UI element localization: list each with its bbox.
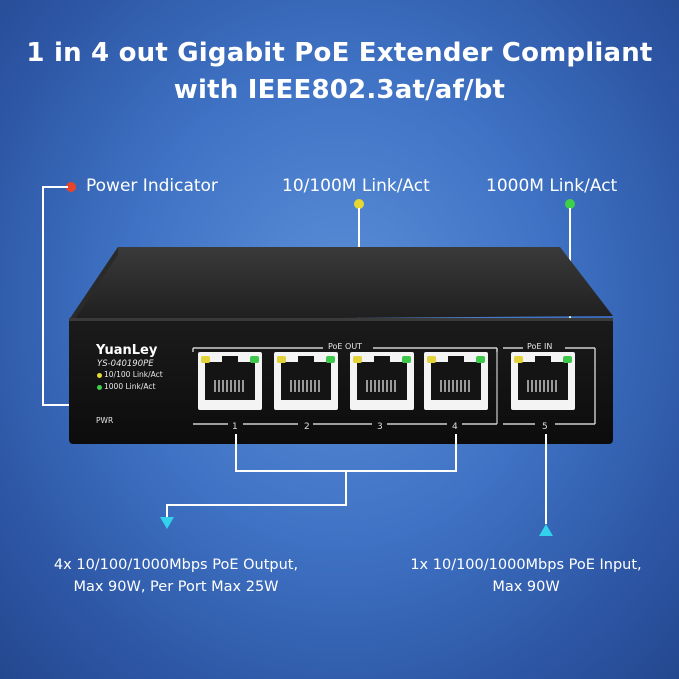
- rj45-port-2: [274, 352, 338, 410]
- rj45-port-1: [198, 352, 262, 410]
- rj45-port-3: [350, 352, 414, 410]
- port-number-1: 1: [232, 422, 238, 432]
- poe-out-label: PoE OUT: [328, 342, 363, 351]
- title-line-1: 1 in 4 out Gigabit PoE Extender Complian…: [26, 38, 653, 68]
- port-number-3: 3: [377, 422, 383, 432]
- legend-led-100: [97, 373, 102, 378]
- link100-label: 10/100M Link/Act: [282, 176, 430, 196]
- title-line-2: with IEEE802.3at/af/bt: [173, 75, 506, 105]
- legend-1000-label: 1000 Link/Act: [104, 382, 156, 391]
- output-arrow-icon: [160, 517, 174, 529]
- output-description: 4x 10/100/1000Mbps PoE Output, Max 90W, …: [26, 554, 326, 598]
- rj45-port-5: [511, 352, 575, 410]
- input-description: 1x 10/100/1000Mbps PoE Input, Max 90W: [386, 554, 666, 598]
- input-line-1: 1x 10/100/1000Mbps PoE Input,: [410, 557, 642, 573]
- pwr-label: PWR: [96, 416, 114, 425]
- legend-led-1000: [97, 385, 102, 390]
- input-arrow-icon: [539, 524, 553, 536]
- link1000-label: 1000M Link/Act: [486, 176, 618, 196]
- power-indicator-dot: [66, 182, 76, 192]
- brand-logo: YuanLey: [96, 343, 158, 358]
- link1000-dot: [565, 199, 575, 209]
- port-number-5: 5: [542, 422, 548, 432]
- input-line-2: Max 90W: [492, 579, 560, 595]
- output-line-2: Max 90W, Per Port Max 25W: [73, 579, 279, 595]
- poe-in-label: PoE IN: [527, 342, 553, 351]
- port-number-4: 4: [452, 422, 458, 432]
- rj45-port-4: [424, 352, 488, 410]
- power-indicator-label: Power Indicator: [86, 176, 218, 196]
- model-number: YS-040190PE: [97, 359, 154, 369]
- legend-100-label: 10/100 Link/Act: [104, 370, 163, 379]
- output-line-1: 4x 10/100/1000Mbps PoE Output,: [53, 557, 299, 573]
- link100-dot: [354, 199, 364, 209]
- port-number-2: 2: [304, 422, 310, 432]
